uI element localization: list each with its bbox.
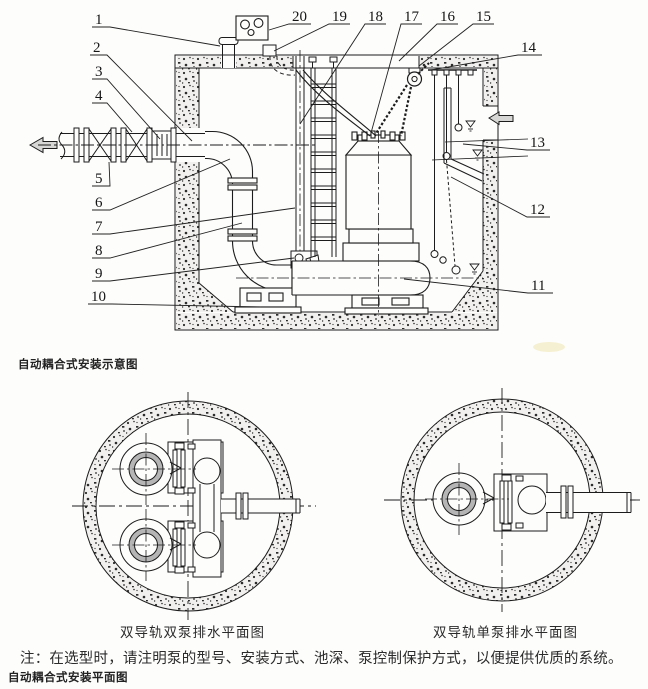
callout-12: 12: [530, 202, 545, 218]
selection-note: 注：在选型时，请注明泵的型号、安装方式、池深、泵控制保护方式，以便提供优质的系统…: [20, 651, 623, 667]
callout-19: 19: [332, 9, 347, 25]
water-level-icon: [472, 149, 483, 161]
callout-16: 16: [440, 9, 456, 25]
callout-8: 8: [95, 243, 103, 259]
callout-2: 2: [93, 40, 101, 56]
pump-plan: [112, 509, 196, 581]
vent-pipe: [218, 37, 239, 68]
callout-4: 4: [95, 88, 103, 104]
callout-18: 18: [368, 9, 383, 25]
hoist-chain: [399, 86, 413, 137]
callout-1: 1: [95, 12, 103, 28]
elbow-outlet: [193, 457, 221, 485]
plan-discharge-pipe: [546, 485, 632, 519]
water-level-icon: [469, 263, 480, 275]
callout-7: 7: [95, 219, 103, 235]
ladder: [308, 56, 338, 257]
plan-right-caption: 双导轨单泵排水平面图: [433, 625, 578, 640]
callout-leaders: [88, 23, 553, 308]
inlet: [443, 87, 514, 182]
callout-3: 3: [95, 64, 103, 80]
callout-14: 14: [521, 40, 537, 56]
callout-20: 20: [292, 9, 307, 25]
scan-stain: [533, 342, 565, 352]
submersible-pump: [236, 130, 483, 316]
gate-valve-icon: [88, 128, 112, 162]
water-level-icon: [465, 120, 476, 132]
callout-9: 9: [95, 266, 103, 282]
pit-structure: [174, 54, 499, 331]
callout-labels: 1 2 3 4 5 6 7 8 9 10 11 12 13 14 15 16 1…: [91, 9, 545, 305]
external-piping: [28, 127, 315, 163]
riser-and-base: [205, 130, 302, 314]
hoist-and-cables: [269, 55, 430, 137]
callout-13: 13: [530, 135, 545, 151]
float-ball: [439, 256, 447, 264]
plan-caption: 自动耦合式安装平面图: [8, 670, 128, 684]
plan-left: [72, 392, 316, 620]
plan-right: [384, 388, 640, 612]
control-panel: [235, 15, 269, 41]
callout-10: 10: [91, 289, 106, 305]
callout-6: 6: [95, 195, 103, 211]
callout-5: 5: [95, 171, 103, 187]
plan-discharge-pipe: [221, 492, 301, 520]
callout-15: 15: [476, 9, 491, 25]
pump-plan: [112, 433, 196, 505]
callout-11: 11: [531, 278, 545, 294]
float-switches: [428, 69, 529, 275]
elbow-outlet: [193, 531, 221, 559]
pulley-icon: [406, 71, 423, 87]
float-ball: [430, 250, 439, 258]
float-ball: [454, 123, 463, 132]
flow-arrow-in-icon: [488, 111, 514, 126]
plan-left-caption: 双导轨双泵排水平面图: [120, 625, 265, 640]
power-cable: [295, 69, 371, 137]
float-ball: [451, 265, 461, 275]
elbow-outlet: [517, 485, 547, 515]
pump-plan: [425, 463, 509, 535]
power-cable-2: [302, 69, 377, 137]
schematic-caption: 自动耦合式安装示意图: [18, 357, 138, 371]
callout-17: 17: [404, 9, 420, 25]
hoist-chain-2: [374, 84, 408, 136]
